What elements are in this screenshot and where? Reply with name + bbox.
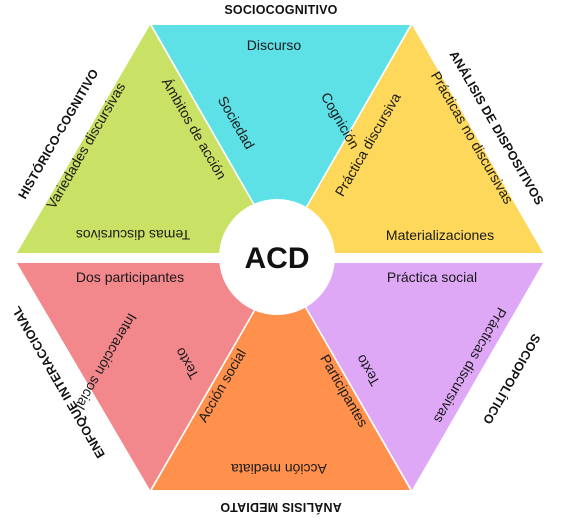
orange-base-label: Acción mediata — [231, 461, 327, 477]
center-circle — [219, 199, 335, 315]
green-base-label: Temas discursivos — [76, 227, 190, 243]
segment-cyan — [152, 25, 410, 250]
cyan-base-label: Discurso — [247, 37, 302, 53]
segment-yellow — [281, 25, 543, 253]
center-label: ACD — [245, 242, 310, 275]
outer-label-top: SOCIOCOGNITIVO — [224, 3, 337, 17]
segment-green — [17, 25, 281, 253]
segment-violet — [281, 263, 543, 490]
segment-pink — [17, 263, 281, 490]
outer-label-bottom: ANÁLISIS MEDIATO — [220, 500, 342, 515]
violet-base-label: Práctica social — [387, 269, 477, 285]
pink-base-label: Dos participantes — [76, 269, 184, 285]
yellow-base-label: Materializaciones — [386, 227, 494, 243]
segment-orange — [152, 266, 410, 490]
